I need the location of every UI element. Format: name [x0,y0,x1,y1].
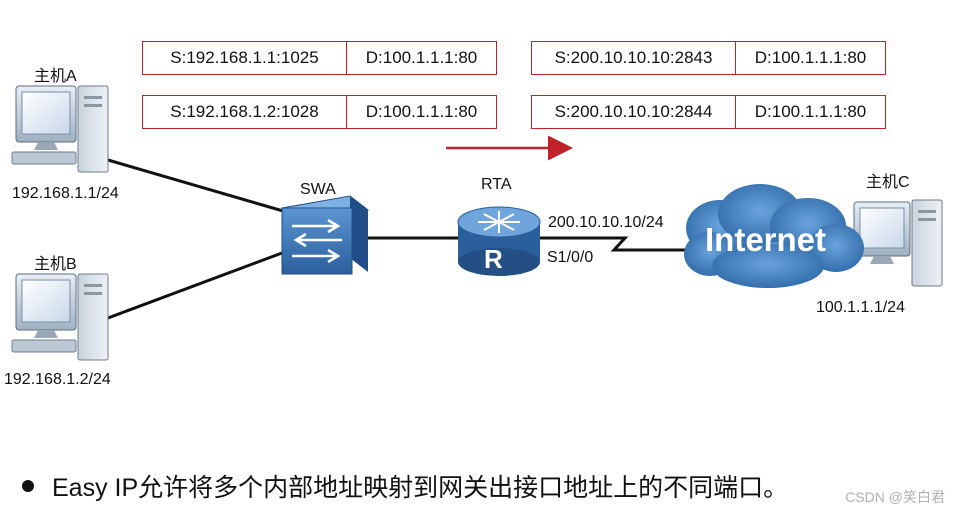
host-a-ip: 192.168.1.1/24 [12,185,119,202]
link-hosta-swa [107,158,291,215]
nat-after-source: S:200.10.10.10:2843 [532,42,736,74]
switch-icon [280,195,370,275]
watermark: CSDN @笑白君 [845,489,945,505]
link-hostb-swa [107,248,291,320]
router-interface: S1/0/0 [547,249,594,266]
router-icon [457,206,541,276]
nat-before-destination: D:100.1.1.1:80 [365,48,478,67]
nat-before-source: S:192.168.1.1:1025 [143,42,347,74]
host-c-computer-icon [853,199,943,287]
nat-before-destination: D:100.1.1.1:80 [365,102,478,121]
host-b-label: 主机B [34,256,77,273]
host-c-ip: 100.1.1.1/24 [816,299,905,316]
host-b-ip: 192.168.1.2/24 [4,371,111,388]
nat-before-source: S:192.168.1.2:1028 [143,96,347,128]
host-c-label: 主机C [866,174,910,191]
bullet-text: Easy IP允许将多个内部地址映射到网关出接口地址上的不同端口。 [52,474,789,502]
serial-link-rta-internet [540,236,690,252]
router-label: RTA [481,176,512,193]
nat-after-row-1: S:200.10.10.10:2843 D:100.1.1.1:80 [531,41,886,75]
internet-cloud-icon [684,184,864,288]
bullet-caption: Easy IP允许将多个内部地址映射到网关出接口地址上的不同端口。 [22,468,788,504]
host-b-computer-icon [11,273,109,361]
nat-after-destination: D:100.1.1.1:80 [754,102,867,121]
nat-before-row-1: S:192.168.1.1:1025 D:100.1.1.1:80 [142,41,497,75]
router-glyph: R [484,244,503,274]
nat-after-destination: D:100.1.1.1:80 [754,48,867,67]
nat-after-source: S:200.10.10.10:2844 [532,96,736,128]
host-a-computer-icon [11,85,109,173]
internet-label: Internet [705,221,827,258]
switch-label: SWA [300,181,336,198]
nat-before-row-2: S:192.168.1.2:1028 D:100.1.1.1:80 [142,95,497,129]
nat-after-row-2: S:200.10.10.10:2844 D:100.1.1.1:80 [531,95,886,129]
router-wan-ip: 200.10.10.10/24 [548,214,664,231]
bullet-dot-icon [22,480,34,492]
host-a-label: 主机A [34,68,77,85]
